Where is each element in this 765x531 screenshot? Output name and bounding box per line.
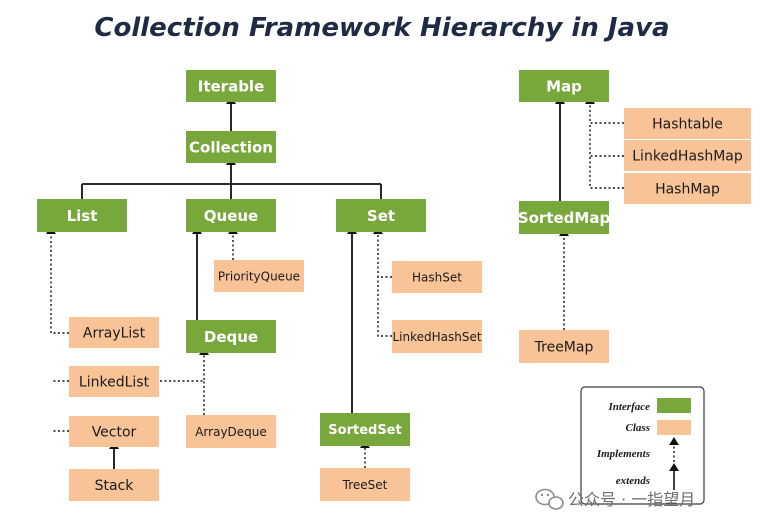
footer-watermark: 公众号 · 一指望月 — [535, 488, 695, 510]
node-stack-label: Stack — [95, 478, 135, 494]
node-map: Map — [519, 70, 609, 102]
node-iterable-label: Iterable — [198, 77, 265, 95]
node-linkedhashmap-label: LinkedHashMap — [632, 149, 743, 165]
node-deque-label: Deque — [204, 328, 258, 346]
legend-extends-label: extends — [616, 475, 650, 487]
node-sortedmap-label: SortedMap — [518, 209, 611, 227]
node-set-box — [336, 199, 426, 232]
node-hashmap: HashMap — [624, 173, 751, 204]
node-arraydeque: ArrayDeque — [186, 415, 276, 448]
node-sortedset: SortedSet — [320, 413, 410, 446]
node-hashmap-box — [624, 173, 751, 204]
node-hashmap-label: HashMap — [655, 182, 720, 198]
node-deque-box — [186, 320, 276, 353]
node-list-label: List — [67, 207, 98, 225]
node-list: List — [37, 199, 127, 232]
node-linkedlist: LinkedList — [69, 366, 159, 397]
node-queue-label: Queue — [204, 207, 258, 225]
node-stack-box — [69, 469, 159, 501]
node-hashset-label: HashSet — [412, 270, 462, 284]
node-arraydeque-box — [186, 415, 276, 448]
node-arraylist-box — [69, 317, 159, 348]
node-linkedlist-label: LinkedList — [79, 375, 150, 391]
node-iterable: Iterable — [186, 70, 276, 102]
diagram-title: Collection Framework Hierarchy in Java — [94, 13, 669, 43]
edge-hashset-to-set — [373, 226, 392, 278]
node-collection-box — [186, 131, 276, 163]
node-hashset: HashSet — [392, 261, 482, 293]
node-linkedhashset: LinkedHashSet — [392, 320, 482, 353]
node-linkedlist-box — [69, 366, 159, 397]
node-arraydeque-label: ArrayDeque — [195, 425, 267, 439]
node-linkedhashset-box — [392, 320, 482, 353]
node-collection: Collection — [186, 131, 276, 163]
edge-linkedhashmap-to-map — [589, 123, 624, 157]
node-hashset-box — [392, 261, 482, 293]
edge-hashtable-to-map — [585, 96, 624, 124]
legend-class-swatch — [657, 420, 691, 435]
node-queue-box — [186, 199, 276, 232]
footer-text: 公众号 · 一指望月 — [568, 490, 695, 509]
edge-arraylist-to-list — [46, 226, 69, 334]
legend-interface-swatch — [657, 398, 691, 413]
node-treeset-box — [320, 468, 410, 501]
legend-implements-label: Implements — [596, 448, 650, 460]
node-treemap-box — [519, 330, 609, 363]
node-deque: Deque — [186, 320, 276, 353]
node-map-label: Map — [546, 77, 582, 95]
node-priorityqueue-box — [214, 260, 304, 292]
node-priorityqueue: PriorityQueue — [214, 260, 304, 292]
node-sortedset-box — [320, 413, 410, 446]
node-arraylist-label: ArrayList — [83, 326, 146, 342]
node-linkedhashmap: LinkedHashMap — [624, 140, 751, 171]
edge-linkedlist-to-deque — [160, 347, 209, 382]
node-list-box — [37, 199, 127, 232]
node-treemap: TreeMap — [519, 330, 609, 363]
node-hashtable: Hashtable — [624, 108, 751, 139]
wechat-icon — [535, 488, 564, 510]
edge-linkedhashset-to-set — [377, 277, 392, 337]
node-sortedmap: SortedMap — [518, 201, 611, 234]
node-treeset: TreeSet — [320, 468, 410, 501]
node-sortedset-label: SortedSet — [328, 423, 401, 438]
node-treemap-label: TreeMap — [534, 340, 594, 356]
node-priorityqueue-label: PriorityQueue — [218, 269, 300, 283]
node-set: Set — [336, 199, 426, 232]
node-vector-box — [69, 416, 159, 447]
node-stack: Stack — [69, 469, 159, 501]
legend-interface-label: Interface — [607, 401, 650, 413]
node-hashtable-box — [624, 108, 751, 139]
legend-class-label: Class — [626, 422, 650, 434]
node-hashtable-label: Hashtable — [652, 117, 723, 133]
node-iterable-box — [186, 70, 276, 102]
node-arraylist: ArrayList — [69, 317, 159, 348]
node-treeset-label: TreeSet — [342, 478, 388, 492]
node-linkedhashmap-box — [624, 140, 751, 171]
edges-layer — [46, 96, 624, 469]
node-map-box — [519, 70, 609, 102]
edge-hashmap-to-map — [589, 156, 624, 189]
node-vector: Vector — [69, 416, 159, 447]
node-collection-label: Collection — [189, 138, 273, 156]
node-vector-label: Vector — [92, 425, 137, 441]
node-queue: Queue — [186, 199, 276, 232]
node-sortedmap-box — [519, 201, 609, 234]
node-set-label: Set — [367, 207, 395, 225]
node-linkedhashset-label: LinkedHashSet — [392, 330, 481, 344]
legend: Interface Class Implements extends — [580, 386, 705, 505]
